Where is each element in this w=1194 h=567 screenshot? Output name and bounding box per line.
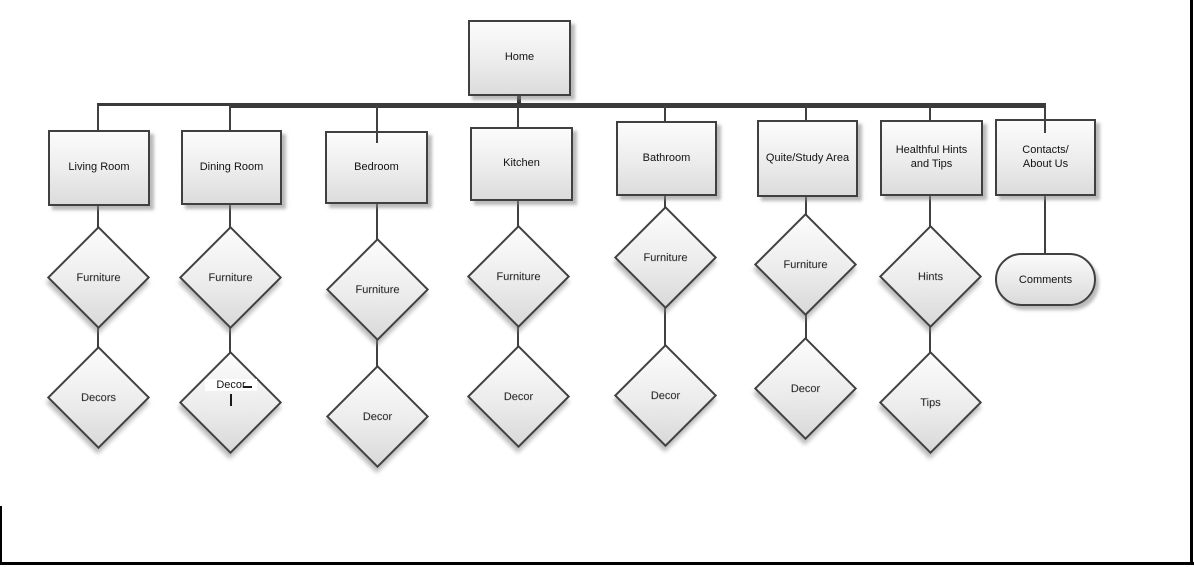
node-bedroom-decor-label: Decor [362, 410, 393, 423]
node-dining-room-decor-label[interactable]: Decor [205, 379, 257, 391]
connector-drop [97, 105, 99, 131]
node-bedroom-label: Bedroom [354, 160, 399, 173]
node-quite-study-furniture[interactable]: Furniture [753, 212, 858, 317]
node-hints-label: Hints [917, 270, 944, 283]
node-living-room-decors[interactable]: Decors [46, 345, 151, 450]
connector-box-child [517, 199, 519, 231]
node-healthful-hints-label: Healthful Hints and Tips [895, 144, 968, 170]
node-bathroom[interactable]: Bathroom [616, 121, 717, 196]
connector-child-child [229, 327, 231, 357]
connector-box-child [664, 194, 666, 212]
connector-child-child [805, 314, 807, 343]
connector-box-child [929, 194, 931, 231]
connector-trunk-double [230, 106, 1046, 108]
connector-box-child [97, 204, 99, 231]
node-quite-study-area[interactable]: Quite/Study Area [757, 120, 858, 197]
node-kitchen-furniture[interactable]: Furniture [466, 224, 571, 329]
node-bedroom-decor[interactable]: Decor [325, 364, 430, 469]
connector-trunk [97, 103, 1046, 106]
page-border-bottom [0, 562, 1194, 565]
node-healthful-hints[interactable]: Healthful Hints and Tips [880, 120, 983, 196]
connector-box-child [805, 195, 807, 219]
connector-drop [805, 105, 807, 121]
node-tips-label: Tips [920, 396, 941, 409]
connector-box-child [1044, 194, 1046, 255]
node-kitchen-decor-label: Decor [503, 390, 534, 403]
node-kitchen[interactable]: Kitchen [470, 127, 573, 201]
node-living-room[interactable]: Living Room [48, 130, 150, 206]
node-bathroom-decor[interactable]: Decor [613, 343, 718, 448]
node-contacts-about-us-label: Contacts/ About Us [1022, 143, 1069, 170]
connector-drop [1044, 105, 1046, 133]
text-edit-dash [243, 386, 252, 388]
connector-drop [664, 105, 666, 122]
node-bathroom-label: Bathroom [642, 151, 691, 164]
node-home[interactable]: Home [468, 20, 571, 96]
node-quite-study-area-label: Quite/Study Area [765, 151, 850, 164]
node-quite-study-decor-label: Decor [790, 382, 821, 395]
node-living-room-furniture-label: Furniture [76, 271, 121, 284]
node-living-room-furniture[interactable]: Furniture [46, 225, 151, 330]
node-home-label: Home [504, 51, 535, 64]
node-kitchen-furniture-label: Furniture [496, 270, 541, 283]
page-border-right [1190, 0, 1193, 565]
text-edit-caret [230, 394, 232, 406]
connector-drop [376, 105, 378, 143]
connector-child-child [376, 340, 378, 371]
page-border-left [0, 506, 2, 563]
node-bathroom-furniture-label: Furniture [643, 251, 688, 264]
connector-box-child [376, 202, 378, 244]
node-kitchen-decor[interactable]: Decor [466, 344, 571, 449]
node-dining-room[interactable]: Dining Room [181, 130, 282, 205]
connector-box-child [229, 204, 231, 235]
connector-child-child [97, 327, 99, 352]
node-quite-study-furniture-label: Furniture [783, 258, 828, 271]
node-quite-study-decor[interactable]: Decor [753, 336, 858, 441]
node-living-room-decors-label: Decors [81, 391, 116, 404]
node-bathroom-decor-label: Decor [650, 389, 681, 402]
node-comments-label: Comments [1018, 273, 1073, 286]
node-tips[interactable]: Tips [878, 350, 983, 455]
connector-drop [929, 105, 931, 121]
node-kitchen-label: Kitchen [503, 157, 540, 170]
node-dining-room-label: Dining Room [199, 160, 264, 173]
connector-child-child [664, 308, 666, 350]
node-comments[interactable]: Comments [995, 253, 1096, 306]
node-dining-room-furniture-label: Furniture [208, 271, 253, 284]
node-bedroom-furniture[interactable]: Furniture [325, 237, 430, 342]
connector-drop [517, 105, 519, 128]
node-hints[interactable]: Hints [878, 224, 983, 329]
node-living-room-label: Living Room [68, 161, 130, 174]
node-bedroom-furniture-label: Furniture [355, 283, 400, 296]
connector-drop [229, 105, 231, 131]
connector-child-child [929, 327, 931, 358]
node-bathroom-furniture[interactable]: Furniture [613, 205, 718, 310]
connector-child-child [517, 326, 519, 351]
node-dining-room-furniture[interactable]: Furniture [178, 225, 283, 330]
connector-home-drop [517, 93, 521, 104]
